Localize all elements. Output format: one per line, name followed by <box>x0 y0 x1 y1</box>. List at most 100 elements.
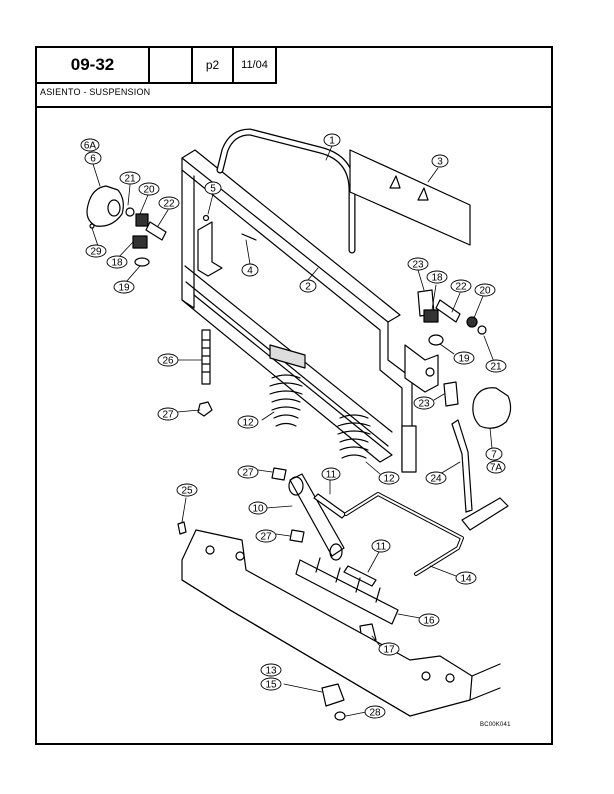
svg-text:19: 19 <box>118 283 130 294</box>
callout-22-right: 22 <box>450 279 472 293</box>
svg-text:19: 19 <box>458 354 470 365</box>
svg-text:15: 15 <box>265 680 277 691</box>
callout-3: 3 <box>431 154 449 168</box>
svg-text:16: 16 <box>423 616 435 627</box>
svg-text:21: 21 <box>490 362 502 373</box>
svg-text:18: 18 <box>111 258 123 269</box>
callout-28: 28 <box>364 705 386 719</box>
svg-text:12: 12 <box>242 418 254 429</box>
svg-text:26: 26 <box>162 356 174 367</box>
callout-24: 24 <box>425 471 447 485</box>
callout-16: 16 <box>418 613 440 627</box>
u-bolt <box>344 492 464 576</box>
svg-text:27: 27 <box>162 410 174 421</box>
callout-13: 13 <box>260 663 282 677</box>
svg-text:24: 24 <box>430 474 442 485</box>
callout-15: 15 <box>260 677 282 691</box>
callout-19-left: 19 <box>113 280 135 294</box>
svg-text:20: 20 <box>143 185 155 196</box>
svg-text:11: 11 <box>326 470 337 481</box>
svg-text:12: 12 <box>383 474 395 485</box>
pins <box>313 493 377 587</box>
stud-bolt <box>197 329 213 417</box>
svg-text:14: 14 <box>460 574 472 585</box>
svg-text:13: 13 <box>265 666 277 677</box>
callout-11-lower: 11 <box>371 539 391 553</box>
svg-text:11: 11 <box>376 542 387 553</box>
callout-27-mid: 27 <box>237 465 259 479</box>
leader-lines <box>91 145 495 717</box>
callout-20-left: 20 <box>138 182 160 196</box>
svg-text:22: 22 <box>163 199 175 210</box>
callout-1: 1 <box>323 133 341 147</box>
section-title: ASIENTO - SUSPENSION <box>40 87 151 97</box>
svg-text:17: 17 <box>383 645 395 656</box>
callout-29: 29 <box>85 244 107 258</box>
svg-text:10: 10 <box>252 504 264 515</box>
svg-text:29: 29 <box>90 247 102 258</box>
callout-22-left: 22 <box>158 196 180 210</box>
callout-27-lower: 27 <box>255 529 277 543</box>
callout-23-lower: 23 <box>413 396 435 410</box>
svg-text:4: 4 <box>247 266 253 277</box>
header-blank-cell <box>150 48 193 82</box>
svg-text:28: 28 <box>369 708 381 719</box>
svg-text:20: 20 <box>479 286 491 297</box>
shock-absorber <box>271 467 345 561</box>
callout-12-right: 12 <box>378 471 400 485</box>
callout-25: 25 <box>176 483 198 497</box>
callout-7: 7 <box>485 447 503 461</box>
callout-5: 5 <box>204 181 222 195</box>
suspension-springs <box>269 374 371 459</box>
svg-text:6A: 6A <box>84 141 97 152</box>
callout-11-upper: 11 <box>321 467 341 481</box>
svg-text:7A: 7A <box>490 463 503 474</box>
callouts: 1 2 3 4 5 6A 6 7 7A 10 11 11 12 12 13 14… <box>80 133 507 719</box>
right-knob-assembly <box>417 289 512 531</box>
callout-18-right: 18 <box>426 270 448 284</box>
header-row: 09-32 p2 11/04 <box>37 48 277 84</box>
callout-10: 10 <box>248 501 268 515</box>
revision-date: 11/04 <box>234 48 277 82</box>
callout-4: 4 <box>241 263 259 277</box>
svg-text:27: 27 <box>260 532 272 543</box>
svg-text:1: 1 <box>329 136 335 147</box>
svg-text:5: 5 <box>210 184 216 195</box>
svg-text:22: 22 <box>455 282 467 293</box>
callout-17: 17 <box>378 642 400 656</box>
svg-text:2: 2 <box>305 282 311 293</box>
callout-7a: 7A <box>486 460 506 474</box>
callout-23-upper: 23 <box>407 257 429 271</box>
callout-26: 26 <box>157 353 179 367</box>
svg-text:21: 21 <box>124 174 136 185</box>
svg-text:18: 18 <box>431 273 443 284</box>
svg-text:27: 27 <box>242 468 254 479</box>
svg-text:23: 23 <box>418 399 430 410</box>
section-code: 09-32 <box>37 48 150 82</box>
callout-6a: 6A <box>80 138 100 152</box>
base-plate <box>177 521 501 721</box>
svg-text:6: 6 <box>90 154 96 165</box>
callout-12-left: 12 <box>237 415 259 429</box>
callout-2: 2 <box>299 279 317 293</box>
callout-27-left: 27 <box>157 407 179 421</box>
seat-back-panel <box>349 149 471 246</box>
svg-text:23: 23 <box>412 260 424 271</box>
callout-21-right: 21 <box>485 359 507 373</box>
page-number: p2 <box>193 48 234 82</box>
seat-frame <box>181 149 439 473</box>
left-knob-assembly <box>86 185 167 267</box>
drawing-code: BC00K041 <box>480 722 511 728</box>
callout-6: 6 <box>84 151 102 165</box>
callout-20-right: 20 <box>474 283 496 297</box>
callout-18-left: 18 <box>106 255 128 269</box>
callout-14: 14 <box>455 571 477 585</box>
callout-19-right: 19 <box>453 351 475 365</box>
svg-text:3: 3 <box>437 157 443 168</box>
callout-21-left: 21 <box>119 171 141 185</box>
title-row: ASIENTO - SUSPENSION <box>37 82 551 108</box>
back-tube <box>216 128 356 254</box>
svg-text:7: 7 <box>491 450 497 461</box>
parts-sheet: 09-32 p2 11/04 ASIENTO - SUSPENSION BC00… <box>35 46 553 745</box>
